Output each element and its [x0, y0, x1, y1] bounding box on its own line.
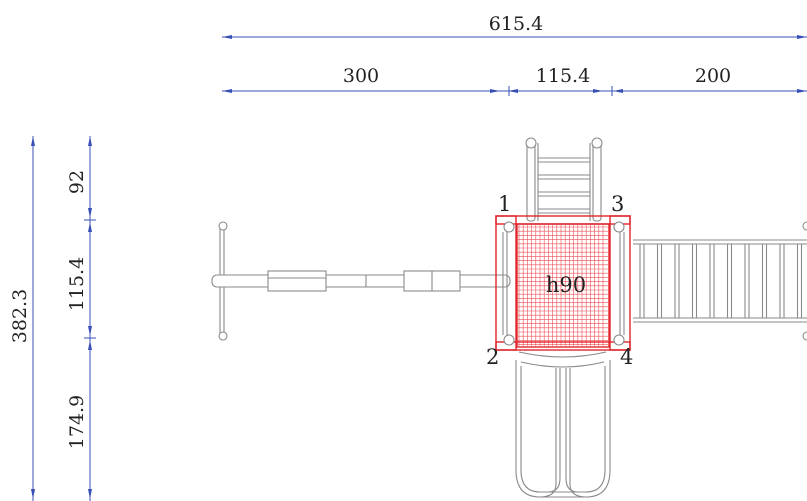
- dimension-height-top-label: 92: [66, 170, 88, 194]
- corner-label-4: 4: [620, 345, 633, 369]
- dimension-height-segments: 92 115.4 174.9: [66, 136, 96, 501]
- dimension-total-height: 382.3: [9, 136, 35, 501]
- dimension-total-width-label: 615.4: [489, 13, 543, 35]
- dimension-segment-middle-label: 115.4: [536, 65, 590, 87]
- platform-height-label: h90: [546, 273, 586, 297]
- corner-label-3: 3: [611, 192, 624, 216]
- dimension-segments: 300 115.4 200: [222, 65, 807, 96]
- dimension-total-height-label: 382.3: [9, 289, 31, 343]
- dimension-segment-right-label: 200: [695, 65, 731, 87]
- dimension-height-bottom-label: 174.9: [66, 395, 88, 449]
- dimension-height-middle-label: 115.4: [66, 257, 88, 311]
- corner-label-1: 1: [498, 192, 511, 216]
- platform-deck: h90: [495, 215, 631, 351]
- left-beam-structure: [211, 221, 511, 341]
- dimension-segment-left-label: 300: [343, 65, 379, 87]
- platform-grid-mesh: [518, 225, 608, 346]
- dimension-total-width: 615.4: [222, 13, 807, 39]
- bottom-slide: [515, 351, 611, 498]
- right-bridge: [633, 221, 807, 341]
- top-ladder: [525, 137, 603, 222]
- corner-labels: 1 2 3 4: [486, 192, 633, 369]
- corner-label-2: 2: [486, 345, 499, 369]
